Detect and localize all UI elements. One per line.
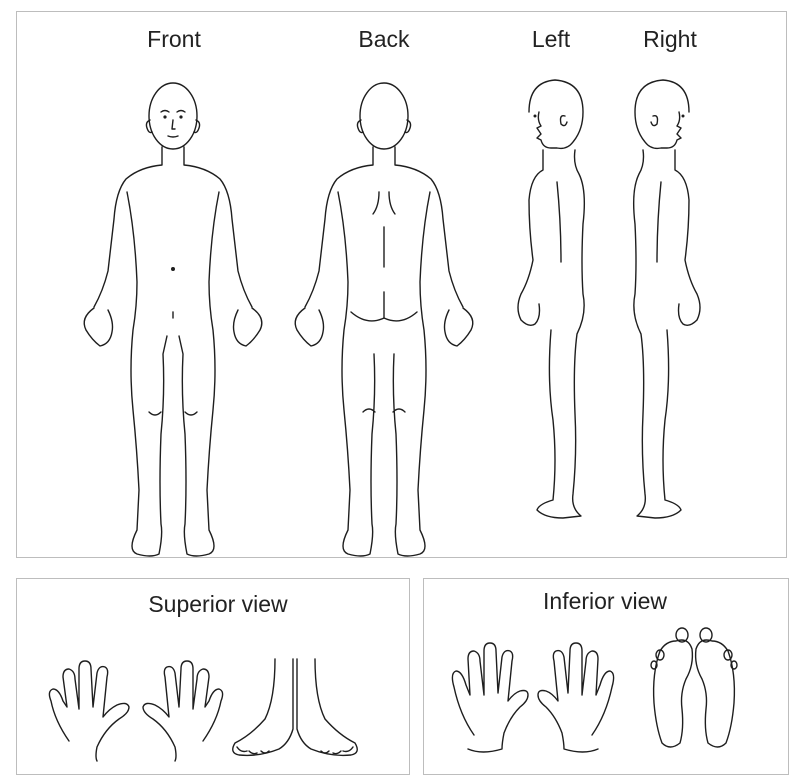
inferior-view-art	[451, 627, 738, 753]
inferior-view-panel: Inferior view	[423, 578, 789, 775]
right-label: Right	[643, 26, 697, 52]
front-figure	[83, 82, 263, 557]
left-hand-dorsal	[48, 660, 130, 762]
soles	[650, 627, 738, 748]
superior-view-panel: Superior view	[16, 578, 410, 775]
front-label: Front	[147, 26, 201, 52]
superior-view-title: Superior view	[148, 591, 288, 617]
left-profile-figure	[517, 79, 586, 519]
body-views-art	[83, 79, 701, 557]
superior-view-art	[48, 658, 358, 762]
back-figure	[294, 82, 474, 557]
inferior-view-title: Inferior view	[543, 588, 667, 614]
right-hand-dorsal	[142, 660, 224, 762]
left-palm	[451, 642, 529, 753]
feet-dorsal	[232, 658, 358, 757]
right-palm	[537, 642, 615, 753]
back-label: Back	[358, 26, 410, 52]
left-label: Left	[531, 26, 571, 52]
body-views-panel: Front Back Left Right	[16, 11, 787, 558]
right-profile-figure	[632, 79, 701, 519]
